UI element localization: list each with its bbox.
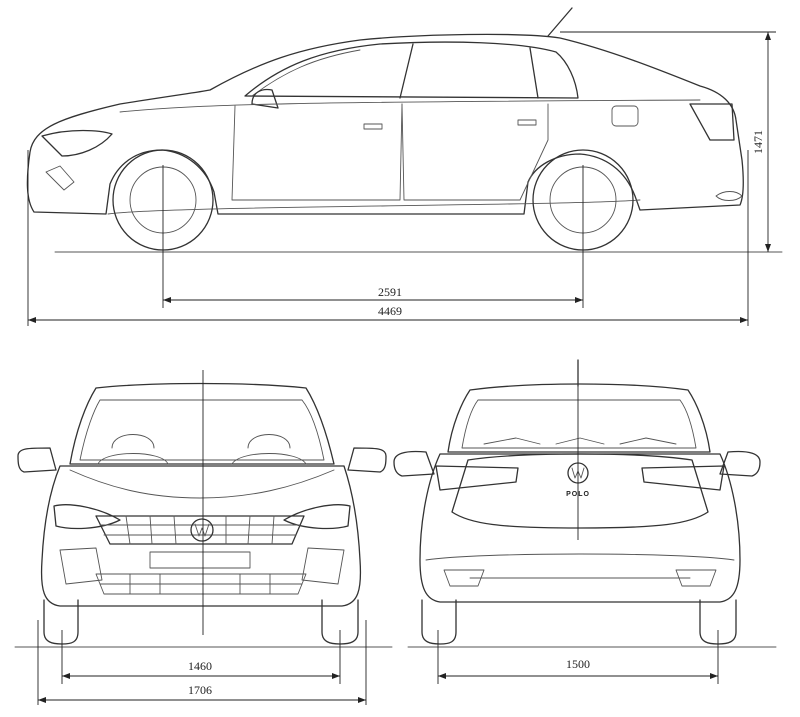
rear-left-mirror: [393, 450, 435, 477]
fuel-door: [611, 105, 639, 127]
side-rear-door: [401, 103, 549, 201]
rear-trunk-lid: [451, 453, 709, 529]
front-body: [40, 465, 362, 607]
height-label: 1471: [751, 130, 765, 154]
rear-right-exhaust: [675, 569, 717, 587]
front-lower-intake-mesh: [99, 573, 303, 595]
side-headlight: [41, 129, 113, 157]
side-taillight: [689, 103, 735, 141]
rear-body: [419, 453, 741, 603]
front-hood-line: [69, 469, 335, 499]
front-left-seat: [97, 434, 169, 465]
front-track-label: 1460: [188, 659, 212, 673]
side-c-pillar: [529, 47, 539, 99]
side-front-door: [231, 103, 403, 201]
side-greenhouse: [244, 41, 579, 99]
side-window-front-edge: [251, 49, 361, 97]
front-left-mirror: [17, 447, 57, 473]
length-label: 4469: [378, 304, 402, 318]
side-fog-light: [45, 165, 75, 191]
rear-dimensions: 1500: [437, 630, 719, 684]
front-left-fog-housing: [59, 547, 103, 585]
front-vw-logo: [190, 518, 214, 542]
front-grille-slats: [99, 515, 301, 545]
front-door-handle: [363, 123, 383, 130]
side-view: [26, 7, 783, 253]
front-right-fog-housing: [301, 547, 345, 585]
side-body-outline: [26, 33, 744, 215]
rear-model-badge: POLO: [566, 491, 590, 498]
rear-right-taillight: [641, 465, 725, 491]
front-right-seat: [231, 434, 307, 465]
front-right-mirror: [347, 447, 387, 473]
side-sill-line: [107, 199, 641, 215]
front-windshield: [79, 399, 325, 461]
side-exhaust: [715, 191, 743, 201]
rear-left-tire: [421, 599, 457, 645]
front-license-plate: [149, 551, 251, 569]
front-right-headlight: [283, 504, 351, 530]
rear-greenhouse: [447, 383, 711, 453]
wheelbase-label: 2591: [378, 285, 402, 299]
front-dimensions: 1460 1706: [37, 620, 367, 705]
rear-left-exhaust: [443, 569, 485, 587]
side-mirror: [251, 88, 279, 109]
rear-left-taillight: [435, 465, 519, 491]
rear-bumper-line: [425, 553, 735, 561]
rear-headrests: [483, 437, 677, 445]
front-left-headlight: [53, 504, 121, 530]
front-greenhouse: [69, 382, 335, 465]
side-belt-line: [119, 99, 701, 113]
antenna: [547, 7, 573, 37]
width-label: 1706: [188, 683, 212, 697]
rear-right-mirror: [719, 450, 761, 477]
front-view: [14, 370, 393, 648]
rear-window: [461, 399, 697, 449]
front-vw-logo-mark: [194, 523, 210, 537]
rear-track-label: 1500: [566, 657, 590, 671]
front-lower-intake: [95, 573, 307, 595]
side-dimensions: 2591 4469 1471: [27, 31, 776, 326]
side-b-pillar: [399, 43, 414, 99]
rear-view: POLO: [393, 359, 777, 648]
rear-door-handle: [517, 119, 537, 126]
